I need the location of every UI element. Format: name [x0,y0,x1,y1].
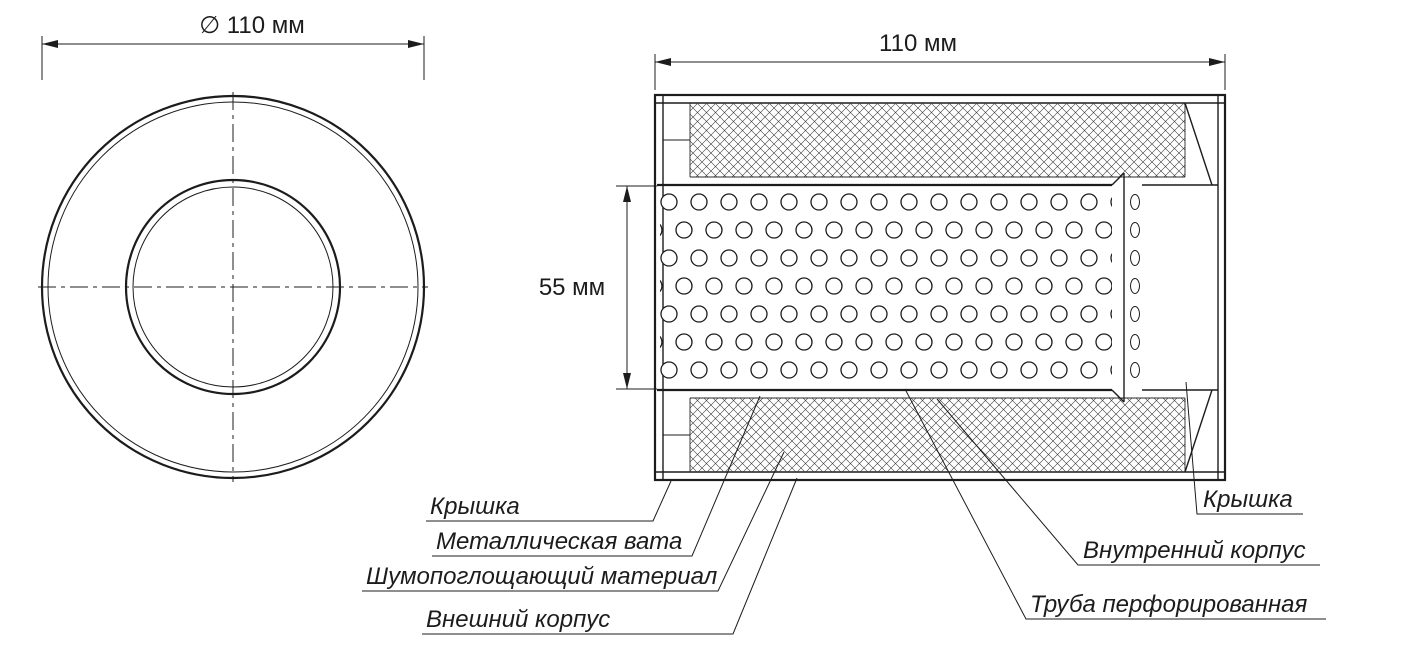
tube-end-hole [1130,334,1140,350]
callout-perforated-tube-text: Труба перфорированная [1030,591,1308,618]
callout-cap-right: Крышка [1185,381,1303,515]
callout-inner-casing: Внутренний корпус [936,398,1320,566]
leader-line [1185,381,1303,515]
insulation-bottom [690,398,1185,472]
front-diameter-dimension-text: ∅ 110 мм [199,12,305,39]
tube-end-hole [1130,250,1140,266]
bore-dimension-text: 55 мм [539,274,605,301]
callout-cap-left-text: Крышка [430,493,520,520]
perforated-tube-holes [660,188,1112,387]
tube-end-hole [1130,222,1140,238]
dimension-arrow-bottom [623,373,631,389]
callout-outer-casing: Внешний корпус [422,477,798,635]
callout-sound-absorbing: Шумопоглощающий материал [362,451,785,592]
length-dimension-text: 110 мм [879,30,957,57]
leader-line [426,480,672,522]
callout-metal-wool-text: Металлическая вата [436,528,682,555]
front-view: ∅ 110 мм [38,12,428,482]
dimension-arrow-right [408,40,424,48]
dimension-arrow-right [1209,58,1225,66]
dimension-arrow-left [655,58,671,66]
tube-flange-top [1111,172,1125,186]
leader-line [904,388,1326,620]
outer-casing-outline [653,93,1227,482]
section-view: 110 мм 55 мм [539,30,1227,482]
tube-end-hole [1130,362,1140,378]
tube-end-holes [1130,194,1140,378]
dimension-arrow-left [42,40,58,48]
callout-inner-casing-text: Внутренний корпус [1083,537,1306,564]
callout-cap-left: Крышка [426,480,672,522]
dimension-arrow-top [623,186,631,202]
leader-line [362,451,785,592]
callouts: Крышка Металлическая вата Шумопоглощающи… [362,381,1326,635]
front-diameter-dimension: ∅ 110 мм [41,12,425,80]
length-dimension: 110 мм [654,30,1226,90]
callout-cap-right-text: Крышка [1203,486,1293,513]
callout-sound-absorbing-text: Шумопоглощающий материал [366,563,718,590]
bore-dimension: 55 мм [539,185,657,390]
tube-end-hole [1130,194,1140,210]
tube-end-hole [1130,278,1140,294]
callout-perforated-tube: Труба перфорированная [904,388,1326,620]
leader-line [432,395,761,557]
insulation-top [690,103,1185,177]
callout-outer-casing-text: Внешний корпус [426,606,610,633]
tube-flange-bottom [1111,389,1125,403]
leader-line [936,398,1320,566]
callout-metal-wool: Металлическая вата [432,395,761,557]
right-cone-bottom [1184,389,1213,473]
right-cone-top [1184,102,1213,186]
leader-line [422,477,798,635]
tube-end-hole [1130,306,1140,322]
